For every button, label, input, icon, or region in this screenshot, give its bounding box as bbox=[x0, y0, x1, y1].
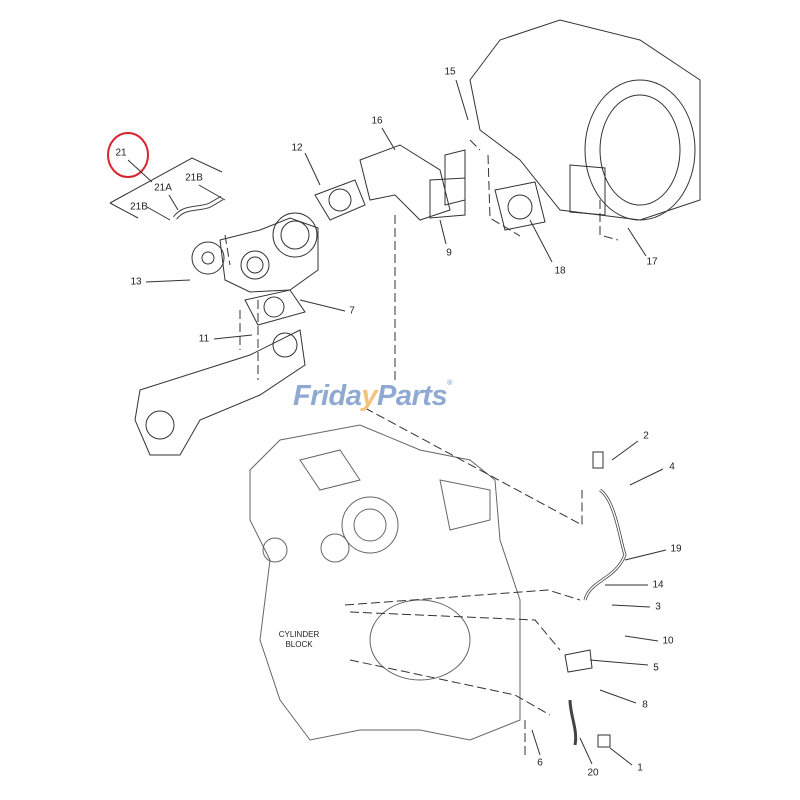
callout-20[interactable]: 20 bbox=[587, 767, 599, 779]
callout-21a[interactable]: 21A bbox=[154, 182, 172, 194]
gasket-18 bbox=[494, 181, 546, 231]
callout-1[interactable]: 1 bbox=[637, 762, 643, 774]
engine-block bbox=[249, 424, 521, 741]
turbocharger bbox=[191, 212, 319, 293]
callout-15[interactable]: 15 bbox=[444, 66, 456, 78]
callout-21b-top[interactable]: 21B bbox=[185, 172, 203, 184]
callout-11[interactable]: 11 bbox=[198, 333, 210, 345]
callout-16[interactable]: 16 bbox=[371, 115, 383, 127]
bracket-21 bbox=[109, 157, 223, 219]
callout-4[interactable]: 4 bbox=[669, 461, 675, 473]
callout-5[interactable]: 5 bbox=[653, 662, 659, 674]
callout-21b[interactable]: 21B bbox=[130, 201, 148, 213]
callout-14[interactable]: 14 bbox=[652, 579, 664, 591]
callout-19[interactable]: 19 bbox=[670, 543, 682, 555]
callout-13[interactable]: 13 bbox=[130, 276, 142, 288]
callout-9[interactable]: 9 bbox=[446, 247, 452, 259]
oil-lines bbox=[568, 488, 627, 746]
callout-3[interactable]: 3 bbox=[655, 601, 661, 613]
leader-lines bbox=[145, 79, 667, 766]
callout-7[interactable]: 7 bbox=[349, 305, 355, 317]
gasket-7 bbox=[244, 289, 306, 326]
elbow-16 bbox=[359, 144, 451, 221]
callout-2[interactable]: 2 bbox=[643, 430, 649, 442]
assembly-lines bbox=[224, 139, 619, 755]
exhaust-manifold bbox=[134, 329, 306, 456]
callout-21[interactable]: 21 bbox=[115, 147, 127, 159]
watermark-logo: FridayParts® bbox=[293, 380, 452, 412]
callout-8[interactable]: 8 bbox=[642, 699, 648, 711]
callout-10[interactable]: 10 bbox=[662, 635, 674, 647]
callout-18[interactable]: 18 bbox=[554, 265, 566, 277]
callout-6[interactable]: 6 bbox=[537, 757, 543, 769]
aftertreatment-unit bbox=[469, 19, 701, 221]
callout-17[interactable]: 17 bbox=[646, 256, 658, 268]
highlight-circle bbox=[107, 132, 149, 178]
callout-12[interactable]: 12 bbox=[291, 142, 303, 154]
gasket-12 bbox=[314, 179, 366, 221]
